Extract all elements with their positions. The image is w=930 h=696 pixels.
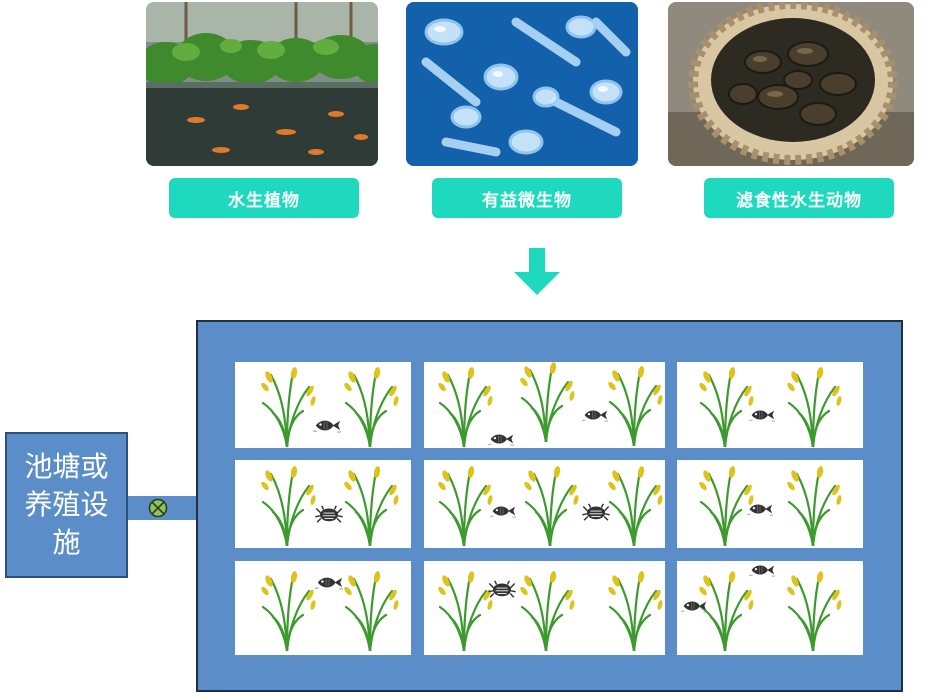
water-channel	[411, 550, 863, 559]
fish-icon	[315, 575, 343, 590]
crab-icon	[315, 504, 343, 524]
crab-icon	[488, 579, 516, 599]
filter-feeding-animals-label: 滤食性水生动物	[704, 178, 894, 218]
rice-plant-icon	[604, 571, 664, 651]
rice-plant-icon	[516, 571, 576, 651]
fish-icon	[747, 502, 773, 516]
fish-icon	[749, 563, 775, 577]
rice-plant-icon	[516, 362, 576, 442]
rice-plant-icon	[340, 571, 400, 651]
plot-r3-c1	[235, 561, 411, 655]
rice-plant-icon	[340, 367, 400, 447]
aquatic-plants-photo	[146, 2, 378, 166]
plot-r2-c3	[677, 460, 863, 548]
rice-plant-icon	[604, 466, 664, 546]
fish-icon	[582, 408, 608, 422]
fish-icon	[490, 504, 516, 518]
plot-r2-c1	[235, 460, 411, 548]
rice-plant-icon	[604, 366, 664, 446]
plot-r2-c2	[424, 460, 665, 548]
fish-icon	[749, 408, 775, 422]
rice-plant-icon	[434, 367, 494, 447]
rice-plant-icon	[695, 367, 755, 447]
plot-r1-c1	[235, 362, 411, 448]
beneficial-microbes-label: 有益微生物	[432, 178, 622, 218]
filter-feeders-photo	[668, 2, 914, 166]
rice-plant-icon	[783, 466, 843, 546]
arrow-down-icon	[514, 248, 560, 295]
rice-plant-icon	[783, 571, 843, 651]
facility-label: 池塘或养殖设施	[24, 450, 109, 559]
aquatic-plants-label: 水生植物	[169, 178, 359, 218]
facility-box: 池塘或养殖设施	[5, 432, 128, 578]
fish-icon	[313, 418, 341, 433]
rice-plant-icon	[695, 466, 755, 546]
plot-r1-c3	[677, 362, 863, 448]
fish-icon	[681, 599, 707, 613]
fish-icon	[488, 432, 514, 446]
rice-plant-icon	[257, 466, 317, 546]
rice-plant-icon	[434, 571, 494, 651]
valve-icon	[148, 498, 168, 518]
crab-icon	[582, 502, 610, 522]
rice-plant-icon	[257, 367, 317, 447]
rice-plant-icon	[434, 466, 494, 546]
rice-plant-icon	[340, 466, 400, 546]
plot-r3-c3	[677, 561, 863, 655]
rice-plant-icon	[783, 367, 843, 447]
microorganisms-photo	[406, 2, 638, 166]
plot-r1-c2	[424, 362, 665, 448]
rice-plant-icon	[520, 466, 580, 546]
plot-r3-c2	[424, 561, 665, 655]
rice-plant-icon	[257, 571, 317, 651]
